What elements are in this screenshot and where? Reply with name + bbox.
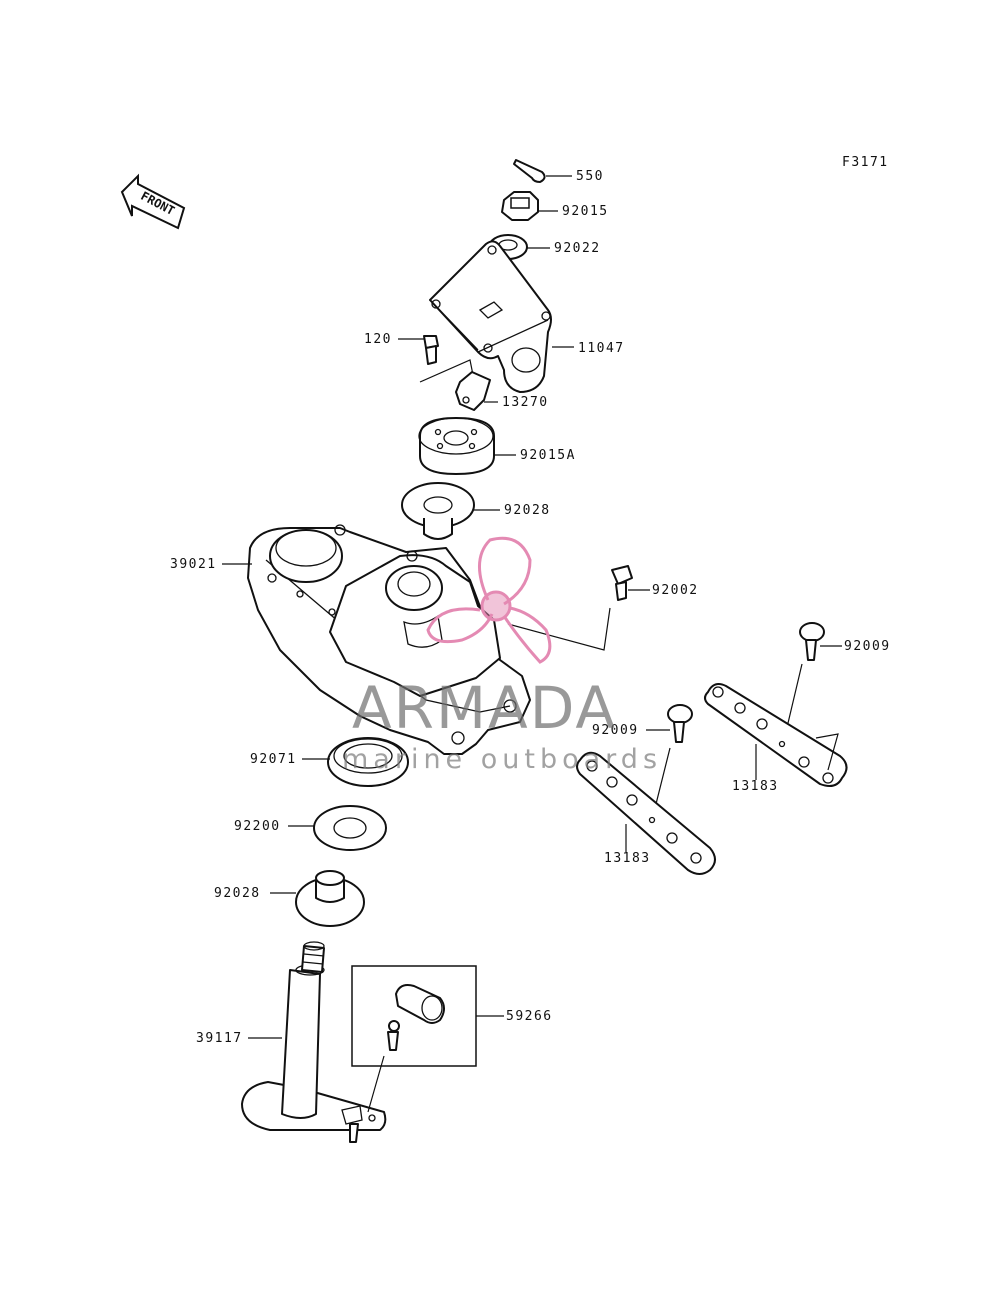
callout-92028-top: 92028 — [504, 503, 551, 518]
callout-13183-right: 13183 — [732, 779, 779, 794]
castle-nut-92015 — [501, 191, 558, 221]
bolt-92009-right — [783, 622, 842, 741]
watermark-brand: ARMADA — [352, 674, 617, 742]
collar-bushing-92028-top — [401, 482, 500, 540]
shaft-39117 — [241, 941, 387, 1143]
callout-39021: 39021 — [170, 557, 217, 572]
plate-13183-right — [704, 683, 848, 787]
bolt-92002 — [507, 565, 650, 651]
washer-92200 — [288, 805, 387, 851]
front-arrow-icon: FRONT — [120, 173, 186, 230]
callout-92071: 92071 — [250, 752, 297, 767]
bushing-92015a — [418, 417, 516, 475]
callout-92022: 92022 — [554, 241, 601, 256]
oil-seal-92071 — [302, 737, 409, 787]
callout-59266: 59266 — [506, 1009, 553, 1024]
callout-92200: 92200 — [234, 819, 281, 834]
plate-13183-left — [576, 751, 716, 875]
callout-92015: 92015 — [562, 204, 609, 219]
callout-11047: 11047 — [578, 341, 625, 356]
callout-550: 550 — [576, 169, 604, 184]
callout-120: 120 — [364, 332, 392, 347]
bolt-120 — [398, 335, 475, 383]
callout-39117: 39117 — [196, 1031, 243, 1046]
cotter-pin-550 — [513, 159, 572, 183]
callout-92009-right: 92009 — [844, 639, 891, 654]
housing-39021 — [222, 524, 531, 755]
callout-13270: 13270 — [502, 395, 549, 410]
callout-13183-left: 13183 — [604, 851, 651, 866]
kit-59266 — [351, 965, 504, 1113]
callout-92009-mid: 92009 — [592, 723, 639, 738]
bolt-92009-mid — [646, 704, 693, 821]
bracket-11047 — [429, 240, 574, 393]
callout-92028-low: 92028 — [214, 886, 261, 901]
clip-13270 — [455, 371, 498, 411]
watermark-tagline: marine outboards — [342, 744, 662, 775]
propeller-logo-icon — [426, 536, 552, 664]
callout-92002: 92002 — [652, 583, 699, 598]
collar-bushing-92028-low — [270, 870, 365, 927]
callout-92015a: 92015A — [520, 448, 576, 463]
watermark: ARMADA marine outboards — [342, 536, 662, 775]
figure-code: F3171 — [842, 155, 889, 170]
